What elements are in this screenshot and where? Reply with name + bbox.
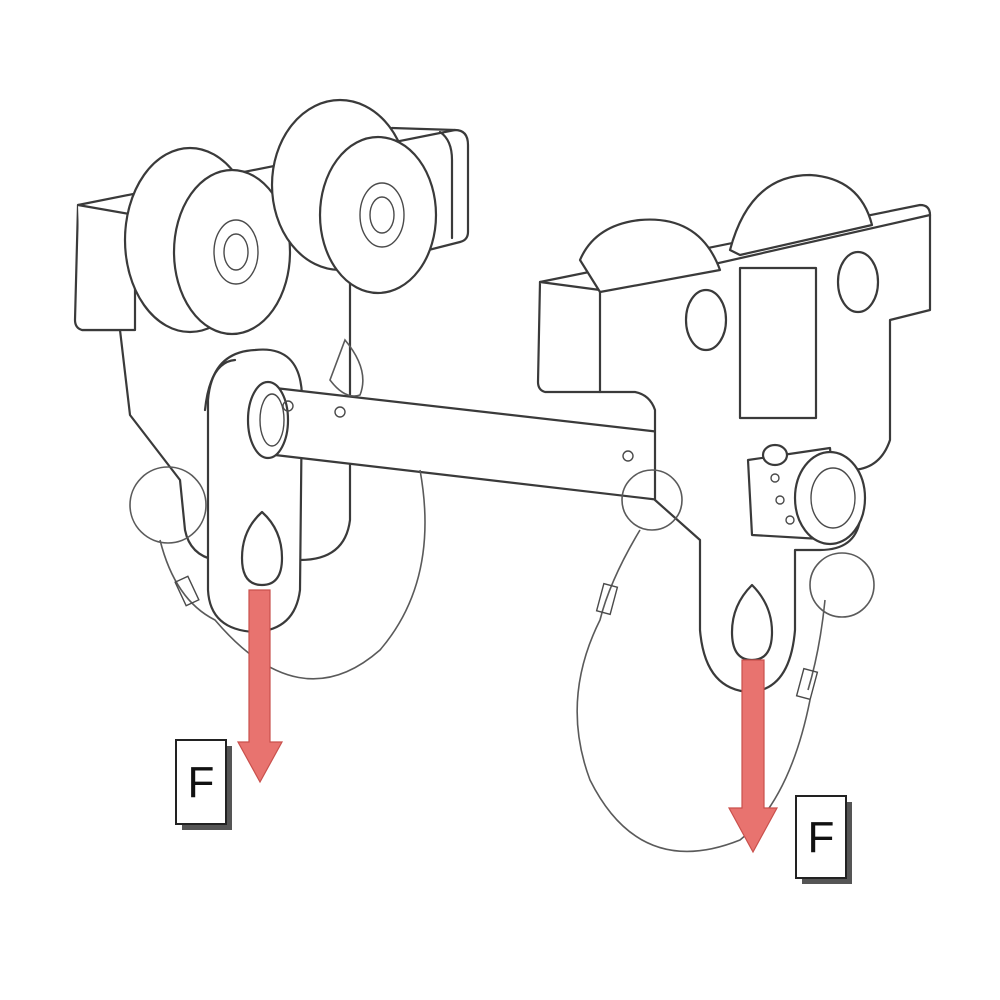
left-front-wheel xyxy=(270,98,438,295)
left-force-label: F xyxy=(175,739,232,830)
right-force-label: F xyxy=(795,795,852,884)
right-rear-wheel xyxy=(578,218,722,294)
right-plate-label-window xyxy=(738,266,818,420)
left-lifting-eye xyxy=(240,510,284,587)
right-force-arrow xyxy=(727,659,779,854)
left-force-arrow xyxy=(236,589,284,784)
right-set-screw xyxy=(761,443,789,467)
right-adjuster-collar xyxy=(746,443,867,546)
right-plate-hole-2 xyxy=(836,250,880,314)
right-force-label-text: F xyxy=(808,813,835,862)
left-rear-wheel xyxy=(123,146,292,336)
left-safety-wire xyxy=(129,338,426,680)
right-plate-hole-1 xyxy=(684,288,728,352)
left-force-label-text: F xyxy=(188,758,215,807)
right-front-wheel xyxy=(728,173,874,257)
